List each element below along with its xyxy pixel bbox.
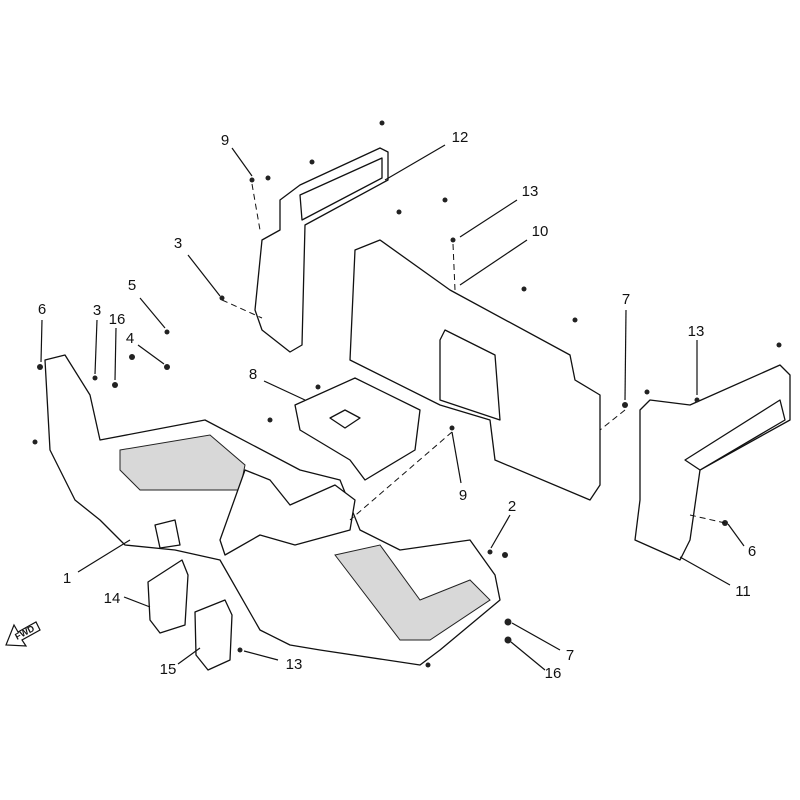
part-8-cover (294, 377, 421, 481)
callout-5: 5 (128, 277, 136, 294)
callout-1: 1 (63, 570, 71, 587)
callout-13: 13 (286, 656, 303, 673)
callout-7: 7 (566, 647, 574, 664)
part-15-bracket (194, 599, 233, 671)
leader-lines (40, 144, 745, 671)
part-14-bracket (147, 559, 189, 634)
callout-12: 12 (452, 129, 469, 146)
part-1-floorboard (44, 354, 501, 666)
callout-9: 9 (459, 487, 467, 504)
callout-6: 6 (748, 543, 756, 560)
callout-3: 3 (93, 302, 101, 319)
callout-16: 16 (545, 665, 562, 682)
part-10-rear-panel (349, 239, 601, 501)
fwd-arrow-icon: FWD (5, 621, 41, 647)
part-12-side-panel (254, 147, 389, 353)
callout-labels: 9 12 13 10 3 5 6 3 16 4 8 7 13 9 2 1 14 … (38, 129, 756, 682)
callout-8: 8 (249, 366, 257, 383)
callout-16: 16 (109, 311, 126, 328)
callout-15: 15 (160, 661, 177, 678)
callout-6: 6 (38, 301, 46, 318)
callout-3: 3 (174, 235, 182, 252)
callout-7: 7 (622, 291, 630, 308)
callout-2: 2 (508, 498, 516, 515)
callout-13: 13 (522, 183, 539, 200)
callout-11: 11 (735, 583, 751, 600)
callout-10: 10 (532, 223, 549, 240)
callout-4: 4 (126, 330, 134, 347)
callout-9: 9 (221, 132, 229, 149)
hardware (32, 120, 782, 668)
callout-14: 14 (104, 590, 121, 607)
callout-13: 13 (688, 323, 705, 340)
part-11-side-panel (634, 364, 791, 561)
